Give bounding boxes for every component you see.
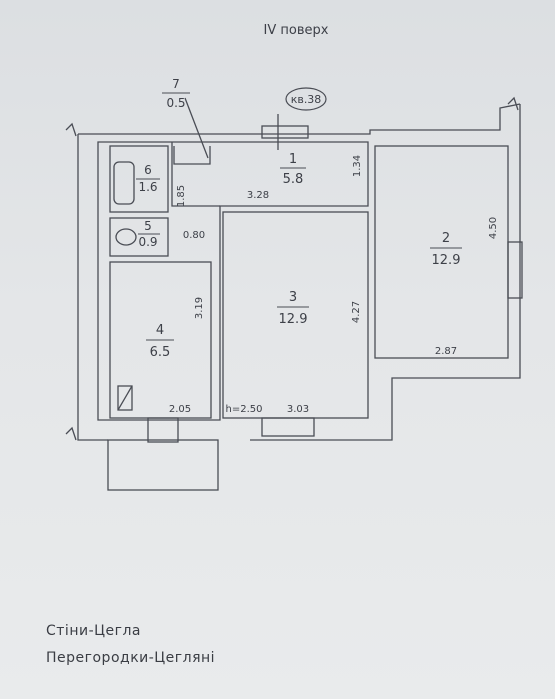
- room-3-area: 12.9: [279, 312, 308, 327]
- room-4-area: 6.5: [150, 345, 171, 360]
- room-2-area: 12.9: [432, 253, 461, 268]
- apartment-label: кв.38: [291, 93, 322, 106]
- wall-break: [65, 122, 77, 137]
- dimension-3-28: 3.28: [247, 190, 269, 201]
- dimension-3-19: 3.19: [194, 297, 205, 319]
- dimension-1-85: 1.85: [176, 185, 187, 207]
- apartment-badge: [285, 87, 327, 111]
- room-7-number: 7: [172, 77, 180, 91]
- wall-break: [507, 96, 519, 111]
- dimension-0-80: 0.80: [183, 230, 205, 241]
- toilet-fixture: [115, 228, 137, 246]
- room-4-number: 4: [156, 323, 164, 338]
- room-2-number: 2: [442, 231, 450, 246]
- ventilation-shaft: [117, 385, 133, 411]
- room-3-number: 3: [289, 290, 297, 305]
- dimension-1-34: 1.34: [352, 155, 363, 177]
- floor-label: IV поверх: [264, 23, 329, 38]
- door-balcony: [147, 417, 179, 443]
- room-6-number: 6: [144, 163, 152, 177]
- room-1-number: 1: [289, 152, 297, 167]
- room-6-area: 1.6: [138, 180, 157, 194]
- window-top: [261, 125, 309, 139]
- outer-wall-top: [78, 103, 521, 135]
- room-7-area: 0.5: [166, 96, 185, 110]
- vent-mark: [117, 385, 133, 411]
- wall-break: [65, 426, 77, 441]
- room-2-outline: [374, 145, 509, 359]
- dimension-4-27: 4.27: [351, 301, 362, 323]
- room-5-outline: [109, 217, 169, 257]
- room-6-outline: [109, 145, 169, 213]
- outer-wall-right: [250, 104, 521, 441]
- balcony: [107, 439, 219, 491]
- ceiling-height: h=2.50: [226, 404, 263, 415]
- dimension-2-87: 2.87: [435, 346, 457, 357]
- dimension-3-03: 3.03: [287, 404, 309, 415]
- legend-partitions: Перегородки-Цегляні: [46, 650, 216, 666]
- room-7-outline: [173, 146, 211, 165]
- outer-wall: [77, 134, 108, 441]
- window-bottom: [261, 417, 315, 437]
- bathtub: [113, 161, 135, 205]
- room-7-leader: [184, 97, 209, 159]
- legend-walls: Стіни-Цегла: [46, 623, 141, 639]
- room-1-area: 5.8: [283, 172, 304, 187]
- window-right: [507, 241, 523, 299]
- dimension-4-50: 4.50: [488, 217, 499, 239]
- dimension-2-05: 2.05: [169, 404, 191, 415]
- room-1-boundary: [171, 142, 220, 207]
- room-5-number: 5: [144, 219, 152, 233]
- room-5-area: 0.9: [138, 235, 157, 249]
